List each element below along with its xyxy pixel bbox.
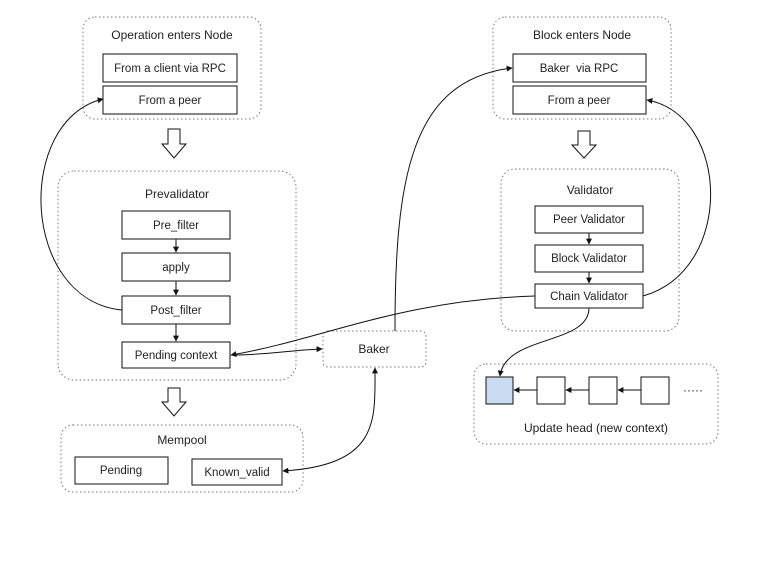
block-validator-box: Block Validator <box>534 244 644 273</box>
post-filter-to-peer-arrow <box>40 97 123 311</box>
prevalidator-group: Prevalidator Pre_filter apply Post_filte… <box>57 170 297 381</box>
down-arrow-icon <box>160 128 188 159</box>
mempool-title: Mempool <box>157 433 206 447</box>
mempool-pending-label: Pending <box>100 465 142 477</box>
known-valid-box: Known_valid <box>191 458 283 486</box>
chain-validator-to-pending-arrow <box>230 295 536 358</box>
chain-validator-to-head-arrow <box>497 307 590 377</box>
validator-group: Validator Peer Validator Block Validator… <box>500 168 680 332</box>
chain-block <box>640 376 670 405</box>
head-block <box>485 376 514 405</box>
block-validator-label: Block Validator <box>551 253 627 265</box>
pre-filter-label: Pre_filter <box>153 220 199 232</box>
apply-label: apply <box>162 262 190 274</box>
known-valid-baker-arrow <box>282 367 379 474</box>
pending-context-label: Pending context <box>135 350 218 362</box>
block-from-peer-box: From a peer <box>512 85 647 115</box>
chain-validator-box: Chain Validator <box>534 283 644 309</box>
baker-via-rpc-label: Baker via RPC <box>540 63 619 75</box>
down-arrow-icon <box>570 130 598 159</box>
prevalidator-title: Prevalidator <box>145 187 209 201</box>
post-filter-label: Post_filter <box>150 305 201 317</box>
from-client-rpc-label: From a client via RPC <box>114 63 226 75</box>
from-client-rpc-box: From a client via RPC <box>102 53 238 83</box>
chain-ellipsis: ····· <box>683 383 703 397</box>
block-entry-title: Block enters Node <box>533 28 631 42</box>
baker-to-rpc-arrow <box>394 65 513 332</box>
known-valid-label: Known_valid <box>204 467 269 479</box>
pending-to-baker-arrow <box>230 346 323 356</box>
chain-block <box>536 376 566 405</box>
apply-box: apply <box>121 252 231 282</box>
update-head-group: ····· Update head (new context) <box>473 363 719 445</box>
mempool-pending-box: Pending <box>74 456 169 485</box>
baker-node: Baker <box>322 330 427 368</box>
peer-validator-label: Peer Validator <box>553 214 625 226</box>
chain-block <box>588 376 618 405</box>
chain-validator-to-peer-arrow <box>642 98 711 297</box>
baker-via-rpc-box: Baker via RPC <box>512 53 647 83</box>
pending-context-box: Pending context <box>121 341 231 369</box>
update-head-label: Update head (new context) <box>524 421 668 435</box>
block-from-peer-label: From a peer <box>548 95 611 107</box>
down-arrow-icon <box>160 387 188 417</box>
post-filter-box: Post_filter <box>121 295 231 325</box>
pre-filter-box: Pre_filter <box>121 210 231 240</box>
chain-validator-label: Chain Validator <box>550 291 628 303</box>
operation-entry-group: Operation enters Node From a client via … <box>82 16 262 120</box>
operation-from-peer-label: From a peer <box>139 95 202 107</box>
operation-entry-title: Operation enters Node <box>111 28 233 42</box>
operation-from-peer-box: From a peer <box>102 85 238 115</box>
baker-label: Baker <box>358 342 389 356</box>
peer-validator-box: Peer Validator <box>534 205 644 234</box>
validator-title: Validator <box>567 183 613 197</box>
block-entry-group: Block enters Node Baker via RPC From a p… <box>492 16 672 120</box>
mempool-group: Mempool Pending Known_valid <box>60 424 304 493</box>
